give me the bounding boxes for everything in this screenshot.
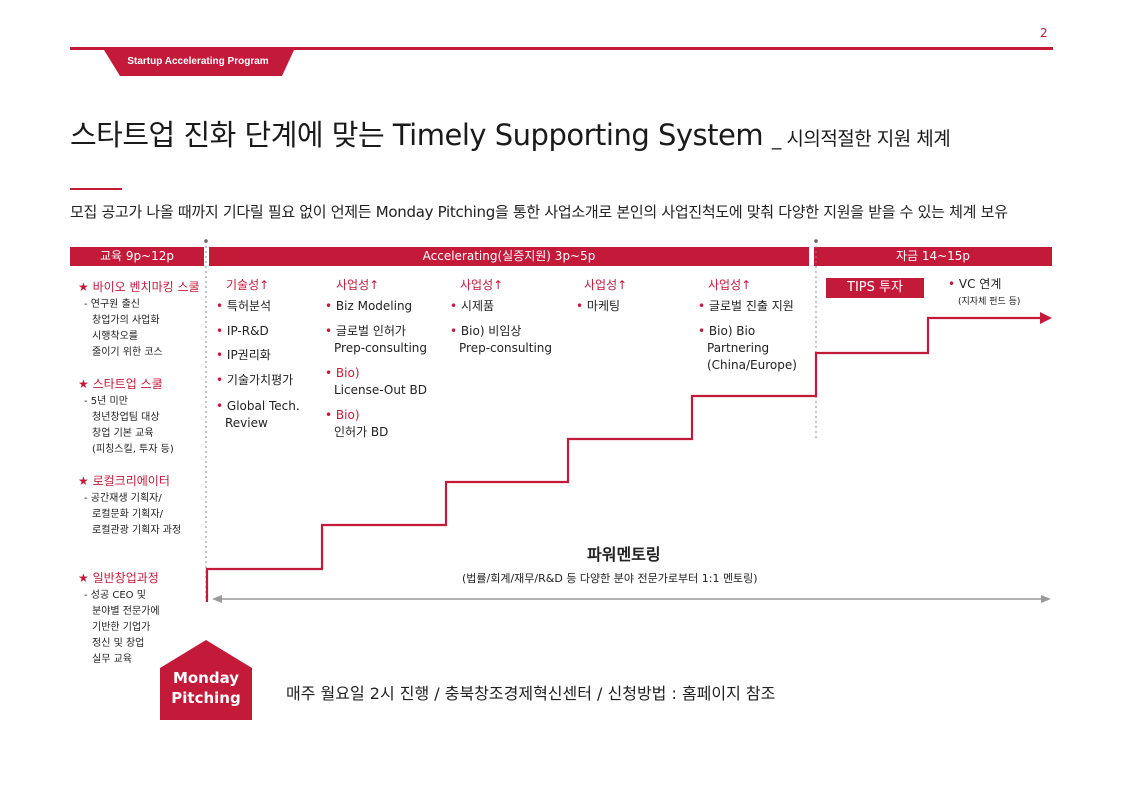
description-accent-rule [70,188,122,190]
education-program-line: 로컬관광 기획자 과정 [92,525,182,536]
growth-stair-line [205,316,1046,602]
education-program-bio: ★ 바이오 벤치마킹 스쿨 - 연구원 출신 창업가의 사업화 시행착오를 줄이… [78,278,200,361]
column-item: • IP권리화 [216,348,271,362]
education-program-line: 시행착오를 [92,331,138,342]
column-item: • 특허분석 [216,299,272,313]
education-program-line: - 공간재생 기획자/ [84,493,162,504]
education-program-line: (피칭스킬, 투자 등) [92,444,174,455]
education-program-line: 분야별 전문가에 [92,606,160,617]
education-program-local: ★ 로컬크리에이터 - 공간재생 기획자/ 로컬문화 기획자/ 로컬관광 기획자… [78,472,181,539]
column-item: • Bio)License-Out BD [325,366,427,397]
education-program-line: 청년창업팀 대상 [92,412,160,423]
education-program-startup: ★ 스타트업 스쿨 - 5년 미만 청년창업팀 대상 창업 기본 교육 (피칭스… [78,375,174,458]
monday-pitching-label: Monday Pitching [171,669,241,707]
education-program-general: ★ 일반창업과정 - 성공 CEO 및 분야별 전문가에 기반한 기업가 정신 … [78,569,160,668]
education-program-title: ★ 로컬크리에이터 [78,474,170,488]
mentoring-title: 파워멘토링 [587,545,661,564]
page-title: 스타트업 진화 단계에 맞는 Timely Supporting System … [70,112,951,154]
education-program-line: 정신 및 창업 [92,638,145,649]
band-funding: 자금 14~15p [814,247,1052,266]
education-program-title: ★ 일반창업과정 [78,571,159,585]
vc-link-sub: (지자체 펀드 등) [958,297,1021,307]
program-tab-shape [104,50,294,76]
education-program-line: 창업가의 사업화 [92,315,160,326]
column-item: • Bio)인허가 BD [325,408,389,439]
mentoring-arrow-right [1041,595,1051,603]
education-program-line: - 5년 미만 [84,396,128,407]
column-title: 사업성↑ [584,278,628,292]
education-program-title: ★ 스타트업 스쿨 [78,377,163,391]
page-title-sub: _ 시의적절한 지원 체계 [771,128,951,150]
education-program-line: - 성공 CEO 및 [84,590,146,601]
education-program-line: 창업 기본 교육 [92,428,154,439]
column-item: • 기술가치평가 [216,373,294,387]
education-program-line: 줄이기 위한 코스 [92,347,163,358]
column-item: • Biz Modeling [325,299,413,313]
band-education: 교육 9p~12p [70,247,204,266]
mentoring-arrow-left [212,595,222,603]
column-item: • Global Tech.Review [216,399,300,430]
footer-schedule-info: 매주 월요일 2시 진행 / 충북창조경제혁신센터 / 신청방법 : 홈페이지 … [286,684,776,703]
education-program-title: ★ 바이오 벤치마킹 스쿨 [78,280,200,294]
column-title: 사업성↑ [708,278,752,292]
mentoring-subtitle: (법률/회계/재무/R&D 등 다양한 분야 전문가로부터 1:1 멘토링) [462,572,758,585]
education-program-line: - 연구원 출신 [84,299,140,310]
column-title: 사업성↑ [460,278,504,292]
column-item: • 글로벌 진출 지원 [698,299,794,313]
column-item: • 시제품 [450,299,495,313]
program-tab-label: Startup Accelerating Program [127,56,269,67]
vc-link-item: • VC 연계 [948,277,1002,291]
monday-pitching-badge [160,640,252,720]
page-title-main: 스타트업 진화 단계에 맞는 Timely Supporting System [70,118,764,152]
page-number: 2 [1040,26,1048,40]
column-item: • 마케팅 [576,299,621,313]
column-item: • IP-R&D [216,324,269,338]
description: 모집 공고가 나올 때까지 기다릴 필요 없이 언제든 Monday Pitch… [70,203,1008,221]
header-rule [70,47,1053,50]
education-program-line: 실무 교육 [92,654,132,665]
column-title: 기술성↑ [226,278,270,292]
education-program-line: 기반한 기업가 [92,622,151,633]
education-program-line: 로컬문화 기획자/ [92,509,163,520]
band-accelerating: Accelerating(실증지원) 3p~5p [209,247,809,266]
column-title: 사업성↑ [336,278,380,292]
tips-investment-badge: TIPS 투자 [826,278,924,298]
growth-arrow-head [1040,312,1052,324]
